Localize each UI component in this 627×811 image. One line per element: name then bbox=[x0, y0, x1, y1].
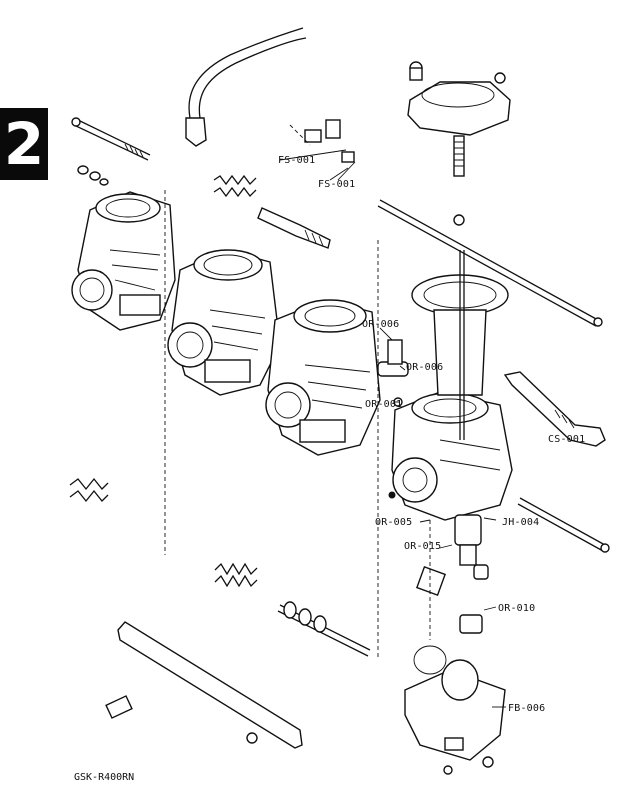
callout-leaders bbox=[337, 161, 506, 708]
fuel-tee-fitting bbox=[304, 119, 355, 163]
fuel-hose bbox=[185, 27, 307, 147]
callout-or005: OR-005 bbox=[375, 517, 412, 528]
callout-or006-a: OR-006 bbox=[362, 319, 399, 330]
carburetor-body-3 bbox=[265, 299, 381, 456]
top-cover bbox=[407, 61, 511, 226]
callout-fs001-a: FS-001 bbox=[278, 155, 315, 166]
callout-or001: OR-001 bbox=[365, 399, 402, 410]
jet-holder bbox=[416, 514, 489, 634]
spring-lower-middle bbox=[214, 562, 258, 588]
model-code: GSK-R400RN bbox=[74, 772, 135, 783]
carburetor-body-2 bbox=[167, 249, 281, 396]
callout-jh004: JH-004 bbox=[502, 517, 539, 528]
assembly-guide-lines bbox=[164, 124, 431, 660]
idle-screw bbox=[257, 207, 331, 249]
fuel-joint bbox=[377, 339, 409, 407]
callout-or006-b: OR-006 bbox=[406, 362, 443, 373]
small-washers-left bbox=[77, 165, 109, 186]
section-number: 2 bbox=[3, 110, 45, 178]
carburetor-body-4 bbox=[388, 391, 513, 521]
through-bolt-right bbox=[377, 199, 603, 327]
throttle-shaft bbox=[277, 601, 371, 657]
callout-or010: OR-010 bbox=[498, 603, 535, 614]
through-bolt-lower bbox=[517, 497, 610, 553]
float-chamber bbox=[404, 645, 506, 775]
spring-lower-left bbox=[69, 477, 109, 503]
callout-or015: OR-015 bbox=[404, 541, 441, 552]
callout-cs001: CS-001 bbox=[548, 434, 585, 445]
choke-screw bbox=[503, 371, 606, 447]
spring-upper bbox=[213, 174, 257, 198]
through-bolt-top bbox=[71, 117, 151, 161]
vacuum-piston bbox=[411, 250, 509, 440]
section-number-badge: 2 bbox=[0, 108, 48, 180]
callout-fs001-b: FS-001 bbox=[318, 179, 355, 190]
carburetor-body-1 bbox=[71, 191, 176, 331]
link-bracket bbox=[105, 621, 303, 749]
callout-fb006: FB-006 bbox=[508, 703, 545, 714]
